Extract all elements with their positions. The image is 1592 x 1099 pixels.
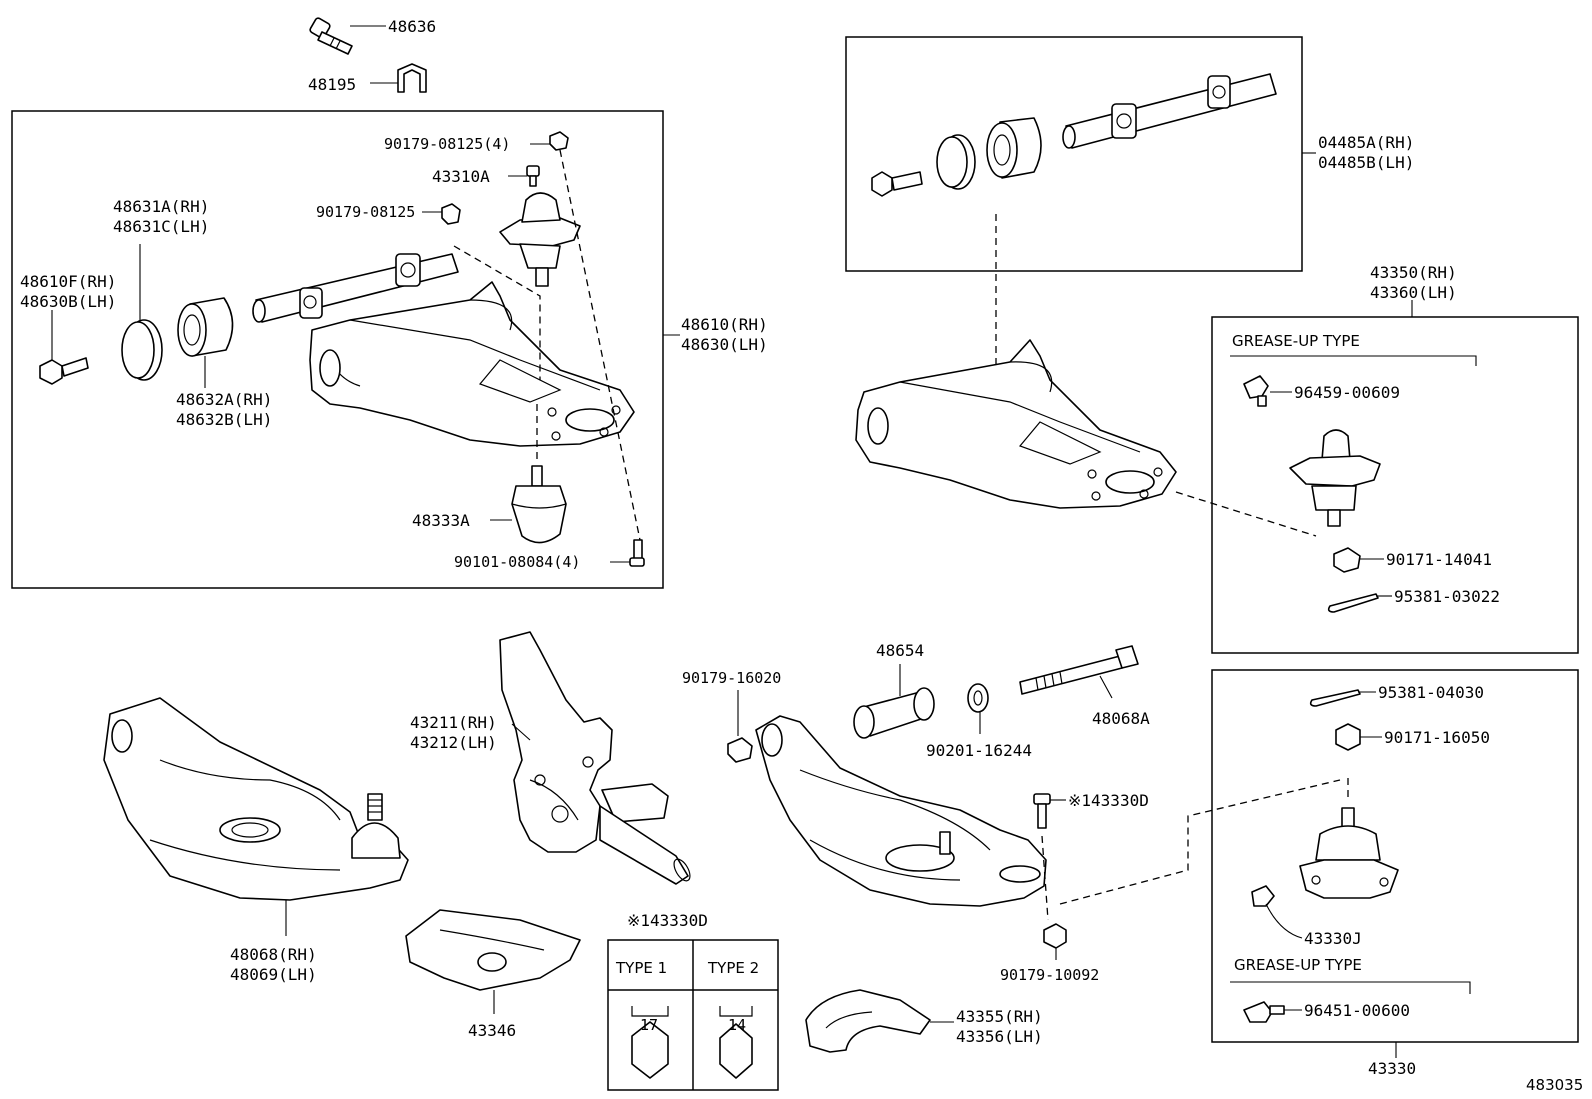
label-48636: 48636 — [388, 17, 436, 36]
bolt-48610F — [39, 357, 89, 385]
label-43360: 43360(LH) — [1370, 283, 1457, 302]
label-48630: 48630(LH) — [681, 335, 768, 354]
label-43330: 43330 — [1368, 1059, 1416, 1078]
label-96459-00609: 96459-00609 — [1294, 383, 1400, 402]
clip-48195 — [397, 63, 427, 93]
label-90179-08125-4: 90179-08125(4) — [384, 135, 510, 153]
bolt-48636 — [309, 17, 353, 55]
label-48610: 48610(RH) — [681, 315, 768, 334]
upper-control-arm-right — [855, 339, 1177, 509]
lower-ball-joint-frame — [1211, 669, 1579, 1043]
lower-control-arm-right — [755, 715, 1047, 907]
label-43355: 43355(RH) — [956, 1007, 1043, 1026]
washer-04485 — [936, 134, 976, 190]
washer-48631 — [121, 319, 163, 381]
label-48630B: 48630B(LH) — [20, 292, 116, 311]
bushing-04485 — [986, 117, 1042, 179]
label-48068A: 48068A — [1092, 709, 1150, 728]
label-48333A: 48333A — [412, 511, 470, 530]
label-90179-08125: 90179-08125 — [316, 203, 415, 221]
label-grease-up-top: GREASE-UP TYPE — [1232, 332, 1360, 350]
stud-43330D — [1033, 793, 1051, 829]
label-48610F: 48610F(RH) — [20, 272, 116, 291]
label-48631C: 48631C(LH) — [113, 217, 209, 236]
bolt-90179-08125-4 — [549, 131, 569, 151]
lower-ball-joint-43330 — [1299, 807, 1399, 899]
label-48631A: 48631A(RH) — [113, 197, 209, 216]
cotter-pin-95381-04030 — [1309, 689, 1361, 707]
upper-control-arm — [309, 281, 635, 447]
label-48632B: 48632B(LH) — [176, 410, 272, 429]
type-table-title: ※143330D — [627, 911, 708, 930]
label-48068: 48068(RH) — [230, 945, 317, 964]
label-43330D-note: ※143330D — [1068, 791, 1149, 810]
hex-nut-type-1 — [631, 1006, 669, 1079]
label-04485B: 04485B(LH) — [1318, 153, 1414, 172]
nut-90171-16050 — [1335, 723, 1361, 751]
label-43346: 43346 — [468, 1021, 516, 1040]
label-48654: 48654 — [876, 641, 924, 660]
upper-ball-joint-43350 — [1289, 429, 1381, 527]
diagram-id: 483035 — [1526, 1076, 1583, 1094]
type-1-size: 17 — [640, 1016, 658, 1034]
nut-90179-16020 — [727, 737, 753, 763]
label-95381-03022: 95381-03022 — [1394, 587, 1500, 606]
label-48069: 48069(LH) — [230, 965, 317, 984]
label-90201-16244: 90201-16244 — [926, 741, 1032, 760]
label-90179-10092: 90179-10092 — [1000, 966, 1099, 984]
label-90171-14041: 90171-14041 — [1386, 550, 1492, 569]
cotter-pin-95381-03022 — [1327, 593, 1379, 613]
type-1-label: TYPE 1 — [615, 959, 667, 977]
bushing-kit-frame — [845, 36, 1303, 272]
nut-90171-14041 — [1333, 547, 1361, 573]
bump-stopper-48333A — [511, 465, 567, 544]
nut-90179-08125 — [441, 203, 461, 225]
shield-43355 — [805, 989, 931, 1053]
label-04485A: 04485A(RH) — [1318, 133, 1414, 152]
dust-cover-43346 — [405, 909, 581, 991]
label-90171-16050: 90171-16050 — [1384, 728, 1490, 747]
type-2-label: TYPE 2 — [707, 959, 759, 977]
type-2-size: 14 — [728, 1016, 746, 1034]
label-90179-16020: 90179-16020 — [682, 669, 781, 687]
grease-nipple-43330J — [1251, 885, 1275, 907]
bushing-48632 — [177, 297, 234, 357]
upper-arm-shaft — [252, 253, 459, 323]
label-43356: 43356(LH) — [956, 1027, 1043, 1046]
label-95381-04030: 95381-04030 — [1378, 683, 1484, 702]
washer-90201-16244 — [967, 683, 989, 713]
steering-knuckle-43211 — [499, 631, 691, 885]
upper-ball-joint — [499, 192, 581, 287]
label-43350: 43350(RH) — [1370, 263, 1457, 282]
hex-nut-type-2 — [719, 1006, 753, 1079]
bolt-48068A — [1019, 645, 1139, 695]
label-43310A: 43310A — [432, 167, 490, 186]
label-43330J: 43330J — [1304, 929, 1362, 948]
bolt-04485 — [871, 171, 923, 197]
shaft-04485 — [1062, 73, 1277, 149]
nut-90179-10092 — [1043, 923, 1067, 949]
label-90101-08084-4: 90101-08084(4) — [454, 553, 580, 571]
bushing-48654 — [853, 687, 935, 739]
lower-ball-joint-48068 — [351, 793, 401, 859]
label-43211: 43211(RH) — [410, 713, 497, 732]
label-43212: 43212(LH) — [410, 733, 497, 752]
label-96451-00600: 96451-00600 — [1304, 1001, 1410, 1020]
upper-arm-frame — [11, 110, 664, 589]
bolt-43310A — [526, 165, 540, 187]
lower-control-arm-48068 — [103, 697, 409, 901]
label-grease-up-bottom: GREASE-UP TYPE — [1234, 956, 1362, 974]
grease-nipple-96459 — [1243, 375, 1269, 407]
bolt-90101-08084 — [629, 539, 645, 567]
label-48195: 48195 — [308, 75, 356, 94]
grease-nipple-96451 — [1243, 1001, 1285, 1023]
upper-ball-joint-frame — [1211, 316, 1579, 654]
label-48632A: 48632A(RH) — [176, 390, 272, 409]
